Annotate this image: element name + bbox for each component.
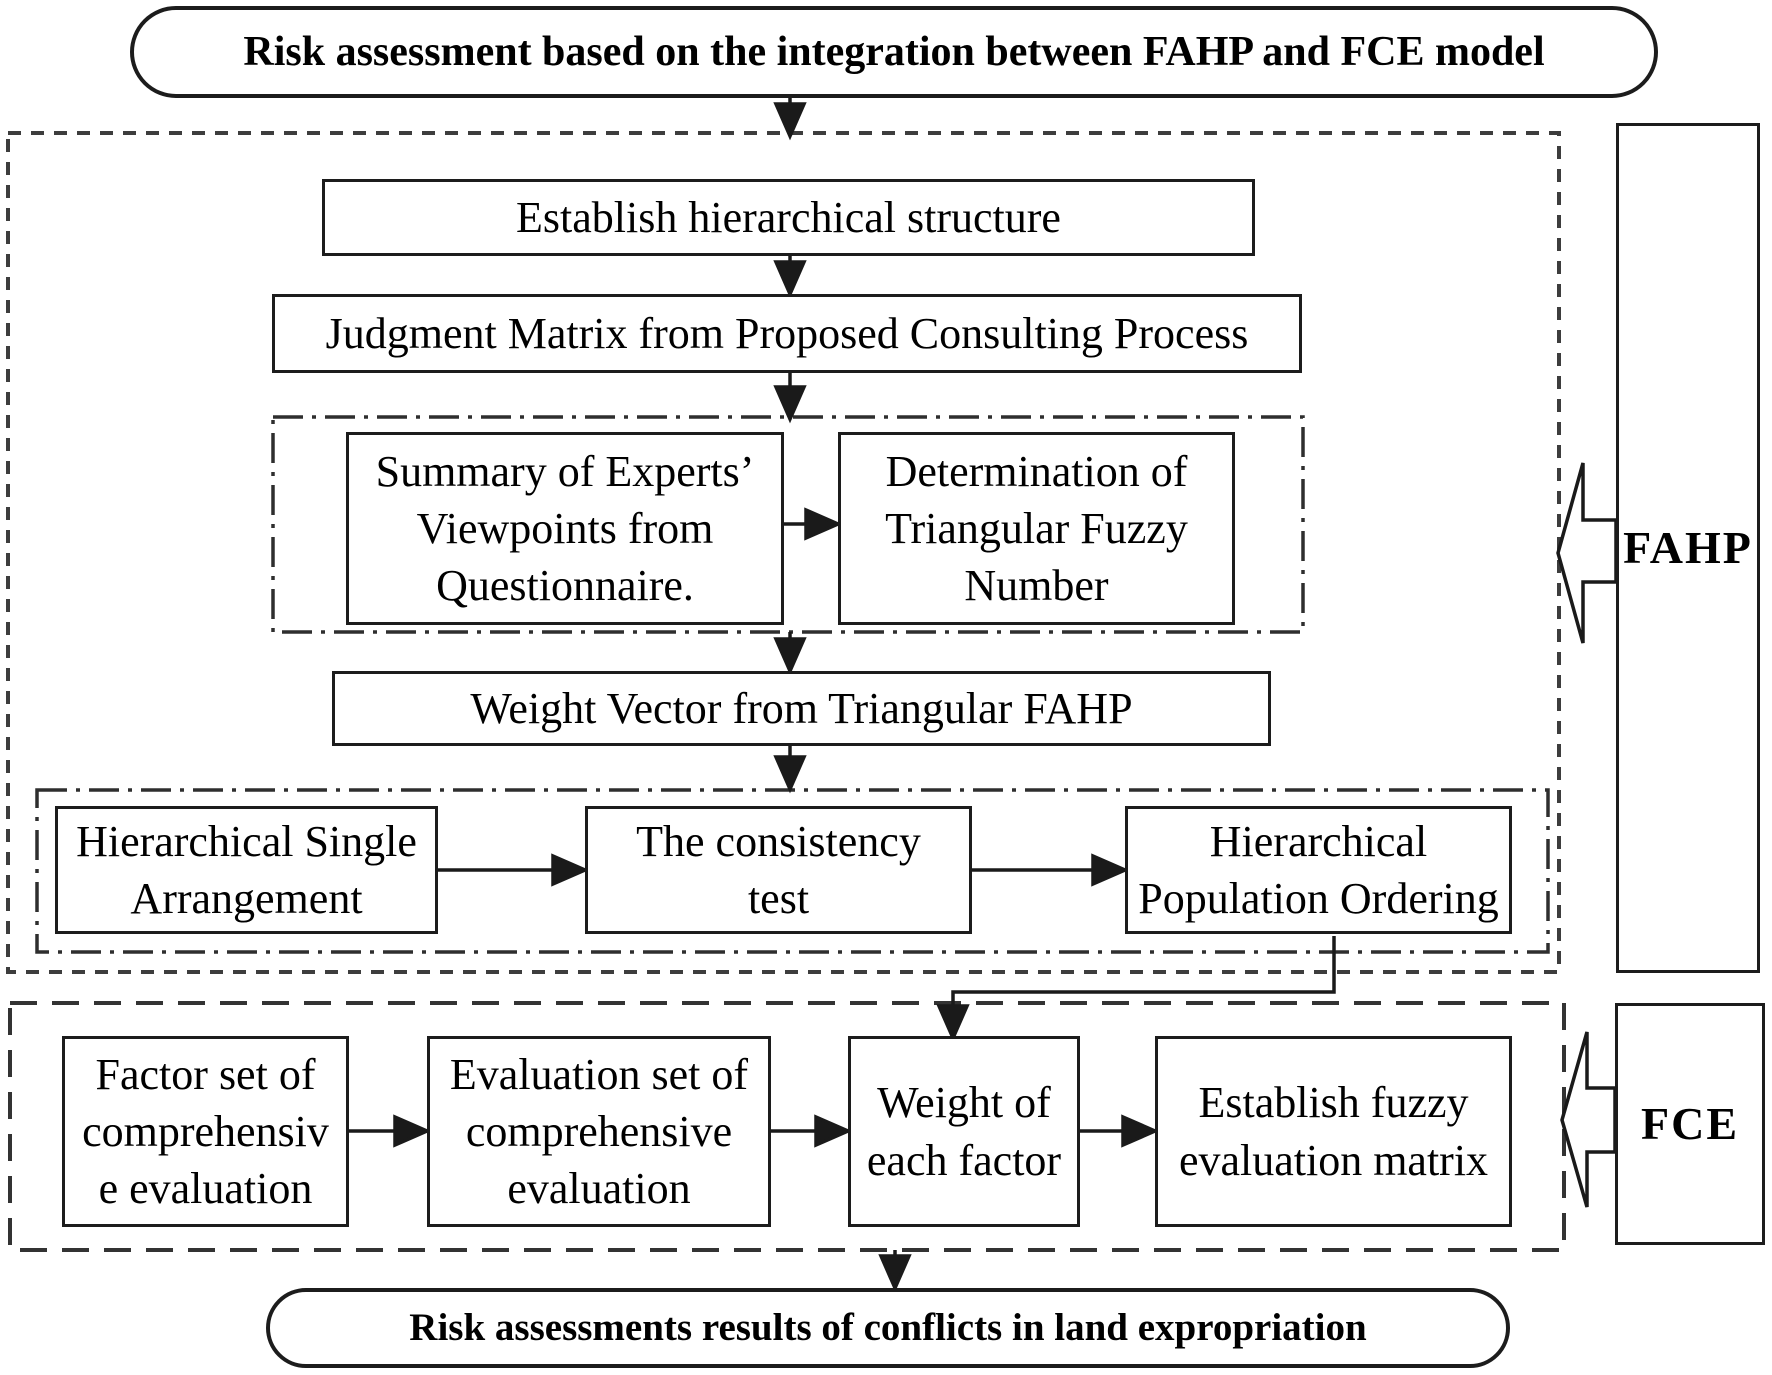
consistency-test-node: The consistency test (585, 806, 972, 934)
weight-each-factor-node: Weight of each factor (848, 1036, 1080, 1227)
arrow-factor-to-evaluation (349, 1114, 432, 1148)
arrow-experts-to-weight-vector (773, 632, 807, 676)
fce-label-box: FCE (1615, 1003, 1765, 1245)
hierarchical-single-arrangement-node: Hierarchical Single Arrangement (55, 806, 438, 934)
judgment-matrix-node: Judgment Matrix from Proposed Consulting… (272, 294, 1302, 373)
arrow-consistency-to-ordering (972, 853, 1130, 887)
fahp-block-arrow-icon (1556, 462, 1618, 644)
arrow-evaluation-to-weight (771, 1114, 853, 1148)
arrow-weight-to-matrix (1080, 1114, 1160, 1148)
arrow-judgment-to-experts (773, 373, 807, 424)
weight-vector-node: Weight Vector from Triangular FAHP (332, 671, 1271, 746)
factor-set-node: Factor set of comprehensiv e evaluation (62, 1036, 349, 1227)
connector-ordering-to-weight-factor (936, 936, 1336, 1043)
arrow-title-to-fahp (773, 96, 807, 141)
result-node: Risk assessments results of conflicts in… (266, 1288, 1510, 1368)
arrow-arrangement-to-consistency (438, 853, 590, 887)
arrow-establish-to-judgment (773, 256, 807, 299)
arrow-weight-vector-to-consistency (773, 746, 807, 794)
arrow-summary-to-determination (784, 507, 843, 541)
establish-hierarchical-structure-node: Establish hierarchical structure (322, 179, 1255, 256)
fce-section-container (8, 1001, 1566, 1252)
title-node: Risk assessment based on the integration… (130, 6, 1658, 98)
fahp-label-box: FAHP (1616, 123, 1760, 973)
fahp-subgroup-consistency (35, 788, 1550, 954)
hierarchical-population-ordering-node: Hierarchical Population Ordering (1125, 806, 1512, 934)
evaluation-set-node: Evaluation set of comprehensive evaluati… (427, 1036, 771, 1227)
arrow-fce-to-result (878, 1250, 912, 1293)
experts-summary-node: Summary of Experts’ Viewpoints from Ques… (346, 432, 784, 625)
fce-block-arrow-icon (1560, 1031, 1617, 1208)
triangular-fuzzy-number-node: Determination of Triangular Fuzzy Number (838, 432, 1235, 625)
fahp-subgroup-experts (271, 415, 1305, 634)
establish-fuzzy-matrix-node: Establish fuzzy evaluation matrix (1155, 1036, 1512, 1227)
